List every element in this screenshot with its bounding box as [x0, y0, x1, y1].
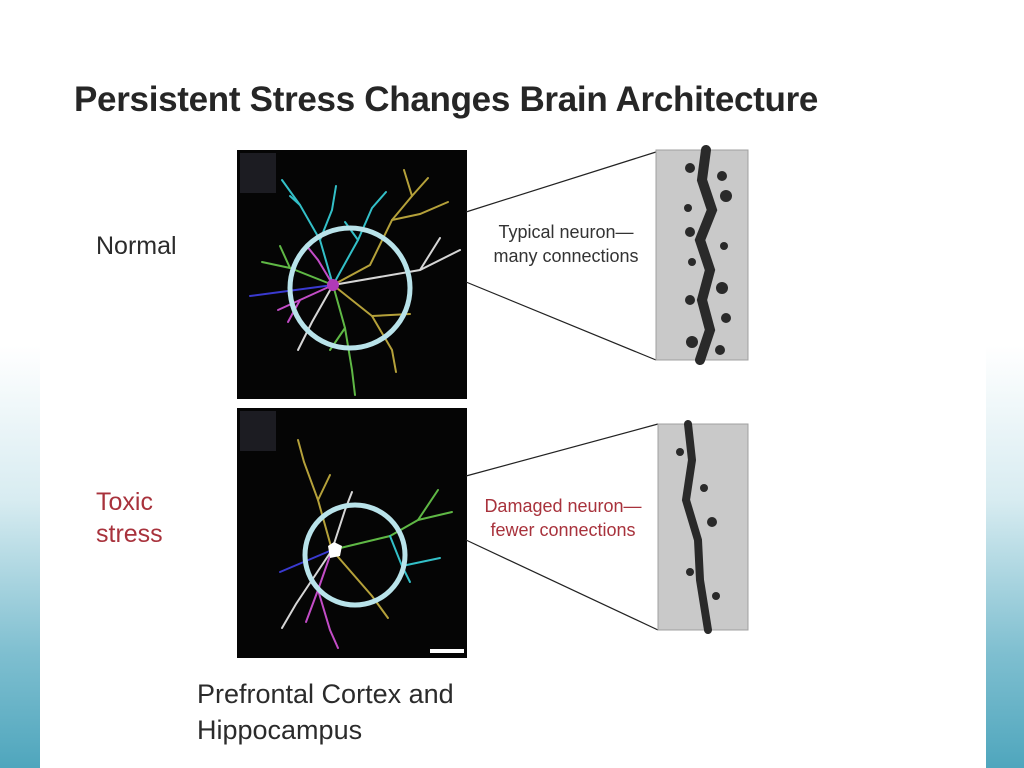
region-caption: Prefrontal Cortex and Hippocampus [197, 676, 454, 748]
normal-callout-line2: many connections [493, 246, 639, 266]
toxic-callout-line2: fewer connections [490, 520, 636, 540]
toxic-highlight-circle [302, 502, 408, 608]
normal-callout: Typical neuron— many connections [478, 220, 654, 268]
toxic-label-line2: stress [96, 520, 163, 548]
normal-callout-line1: Typical neuron— [498, 222, 634, 242]
normal-label: Normal [96, 232, 177, 260]
scale-bar [430, 649, 464, 653]
toxic-stress-label: Toxic stress [96, 486, 216, 550]
toxic-neuron-panel [237, 408, 467, 658]
toxic-dendrite-closeup [657, 420, 749, 634]
caption-line1: Prefrontal Cortex and [197, 679, 454, 709]
toxic-callout-line1: Damaged neuron— [484, 496, 642, 516]
normal-highlight-circle [287, 225, 413, 351]
slide-right-decoration [986, 0, 1024, 768]
toxic-dendrites [279, 439, 453, 649]
toxic-label-line1: Toxic [96, 488, 153, 516]
caption-line2: Hippocampus [197, 715, 363, 745]
slide-canvas [40, 0, 986, 768]
slide-title: Persistent Stress Changes Brain Architec… [74, 80, 819, 119]
slide-left-decoration [0, 0, 40, 768]
zoom-connector-lines [465, 151, 659, 631]
normal-dendrite-closeup [655, 145, 749, 365]
toxic-callout: Damaged neuron— fewer connections [472, 494, 654, 542]
normal-neuron-panel [237, 150, 467, 399]
